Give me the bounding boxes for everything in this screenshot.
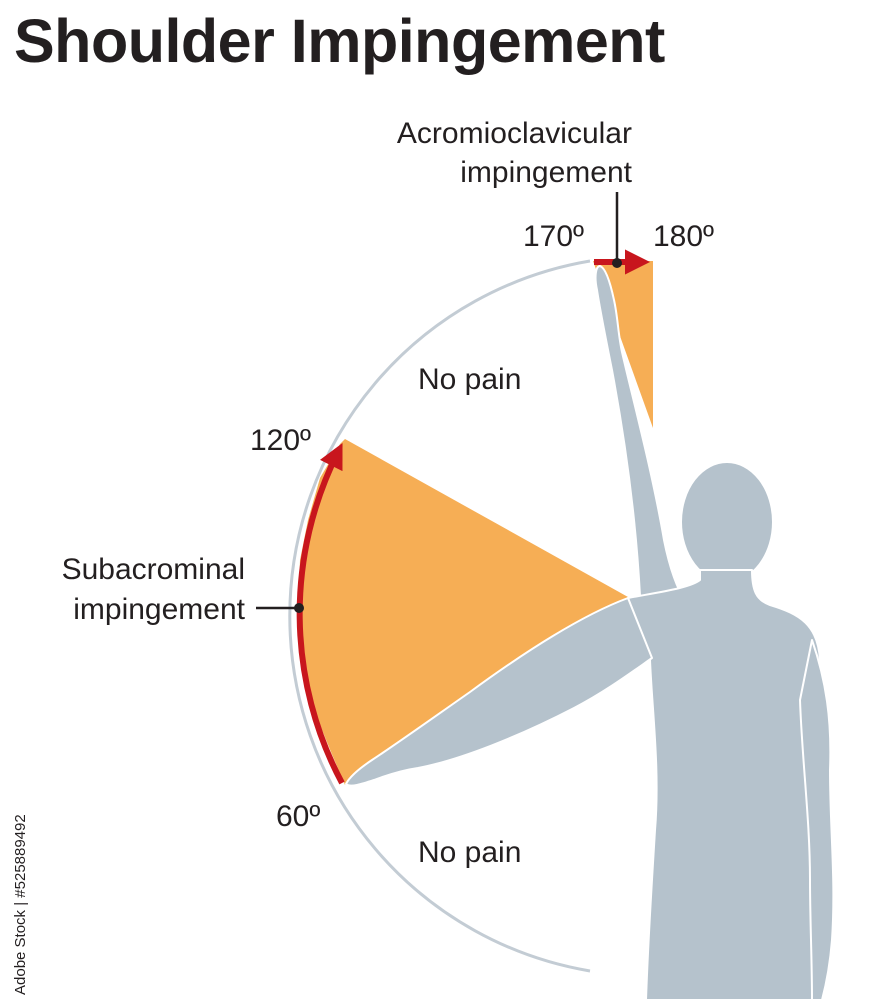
angle-label-60: 60º [276, 800, 320, 833]
subacromial-arc-arrow [296, 442, 345, 785]
page-title: Shoulder Impingement [14, 7, 665, 75]
body-silhouette [345, 265, 835, 1000]
subacromial-label-line1: Subacrominal [62, 553, 245, 586]
acromioclavicular-leader-dot [612, 258, 622, 268]
acromioclavicular-label-line1: Acromioclavicular [397, 117, 632, 150]
subacromial-painful-sector [298, 439, 628, 785]
stock-watermark-id: Adobe Stock | #525889492 [12, 814, 29, 995]
no-pain-lower-label: No pain [418, 836, 521, 869]
range-of-motion-arc [288, 259, 591, 973]
angle-label-120: 120º [250, 424, 311, 457]
no-pain-upper-label: No pain [418, 363, 521, 396]
angle-label-170: 170º [523, 220, 584, 253]
subacromial-label-line2: impingement [73, 593, 245, 626]
angle-label-180: 180º [653, 220, 714, 253]
subacromial-leader-dot [294, 603, 304, 613]
acromioclavicular-label-line2: impingement [460, 156, 632, 189]
